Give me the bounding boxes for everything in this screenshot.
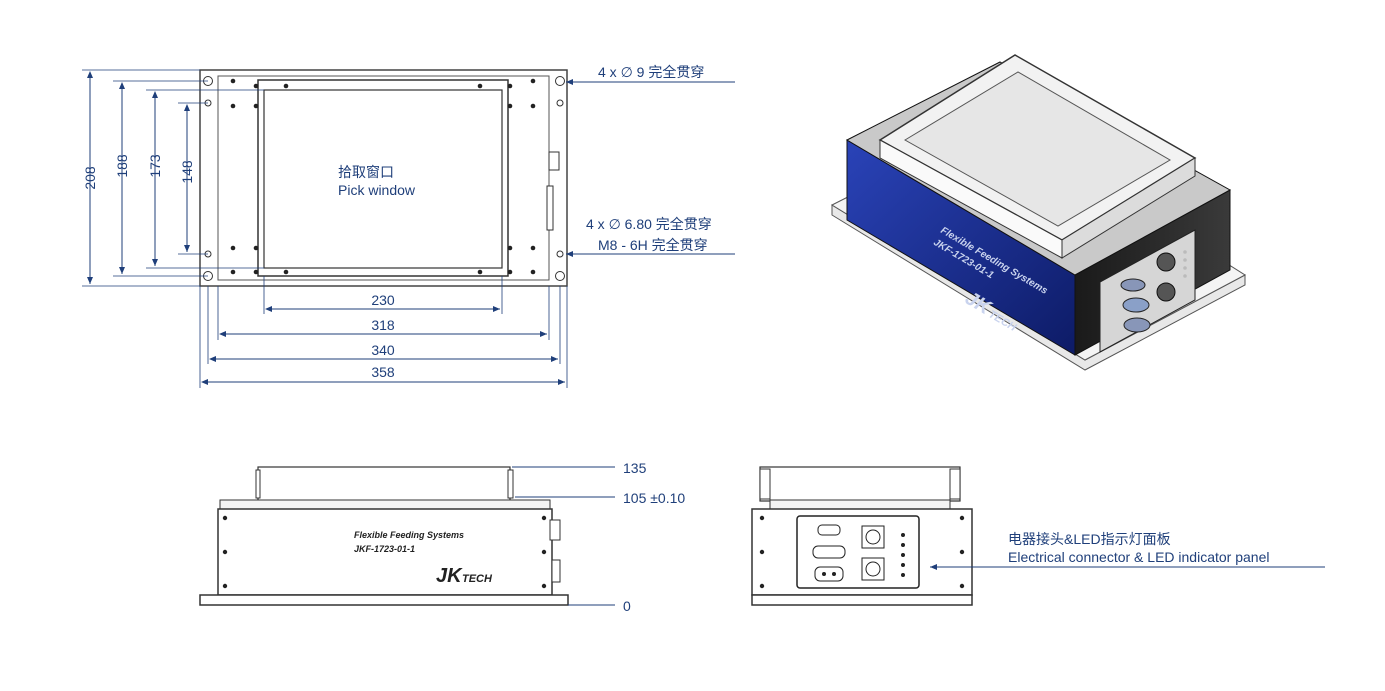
screw-dots — [230, 78, 536, 275]
pick-window-label-en: Pick window — [338, 182, 416, 198]
iso-tray-floor — [904, 71, 1171, 227]
side-tray — [257, 466, 511, 502]
side-product-line: Flexible Feeding Systems — [354, 530, 464, 540]
side-logo-sub: TECH — [462, 573, 493, 585]
dim-188: 188 — [114, 154, 130, 178]
iso-round-connector — [1156, 252, 1176, 272]
sub-d-9 — [817, 524, 841, 536]
sub-d-power — [814, 566, 844, 582]
end-view: 电器接头&LED指示灯面板 Electrical connector & LED… — [751, 466, 1325, 606]
height-105: 105 ±0.10 — [623, 490, 685, 506]
side-connector — [551, 559, 561, 583]
end-screws — [759, 515, 965, 589]
sub-d-15 — [812, 545, 846, 559]
end-tray-cap — [949, 468, 961, 500]
dim-340: 340 — [371, 342, 395, 358]
side-tray-cap — [255, 469, 261, 499]
pick-window — [263, 89, 503, 269]
iso-led-dots — [1183, 250, 1187, 278]
side-base-plate — [199, 594, 569, 606]
dim-173: 173 — [147, 154, 163, 178]
iso-sub-d-connector — [1123, 317, 1151, 333]
thread-hole — [556, 99, 564, 107]
height-leaders — [512, 466, 615, 606]
thread-hole — [556, 250, 564, 258]
end-lid — [769, 499, 951, 510]
mount-hole — [555, 76, 565, 86]
side-connector — [549, 519, 561, 541]
hole-spec-680: 4 x ∅ 6.80 完全贯穿 — [586, 216, 712, 232]
dim-230: 230 — [371, 292, 395, 308]
panel-label-cn: 电器接头&LED指示灯面板 — [1008, 531, 1171, 547]
end-tray-cap — [759, 468, 771, 500]
panel-label-en: Electrical connector & LED indicator pan… — [1008, 549, 1269, 565]
top-view: 拾取窗口 Pick window 208 188 173 148 — [82, 64, 735, 388]
end-tray — [759, 466, 961, 502]
side-tray-cap — [507, 469, 514, 499]
side-model: JKF-1723-01-1 — [354, 544, 415, 554]
iso-sub-d-connector — [1122, 297, 1150, 313]
height-135: 135 — [623, 460, 647, 476]
hole-leaders — [566, 79, 735, 257]
horizontal-extension-lines — [199, 276, 568, 388]
side-connector-bottom — [546, 185, 554, 231]
thread-spec: M8 - 6H 完全贯穿 — [598, 237, 708, 253]
side-connector-top — [548, 151, 560, 171]
side-top-lid — [219, 499, 551, 510]
vertical-dimension-lines — [87, 71, 190, 284]
iso-tray-wall-side — [1061, 157, 1196, 259]
side-body — [217, 508, 553, 596]
height-0: 0 — [623, 598, 631, 614]
pick-window-label-cn: 拾取窗口 — [338, 164, 394, 180]
dim-358: 358 — [371, 364, 395, 380]
iso-round-connector — [1156, 282, 1176, 302]
side-logo-main: JK — [436, 565, 463, 587]
vertical-extension-lines — [82, 69, 264, 287]
led-indicators — [901, 533, 905, 577]
side-view: Flexible Feeding Systems JKF-1723-01-1 J… — [199, 460, 685, 614]
end-base-plate — [751, 594, 973, 606]
dim-148: 148 — [179, 160, 195, 184]
isometric-view: Flexible Feeding Systems JKF-1723-01-1 J… — [830, 54, 1246, 371]
mount-hole — [555, 271, 565, 281]
dim-208: 208 — [82, 166, 98, 190]
dim-318: 318 — [371, 317, 395, 333]
horizontal-dimension-lines — [201, 306, 565, 385]
iso-sub-d-connector — [1120, 278, 1146, 292]
side-screws — [222, 515, 547, 589]
hole-spec-9: 4 x ∅ 9 完全贯穿 — [598, 64, 704, 80]
